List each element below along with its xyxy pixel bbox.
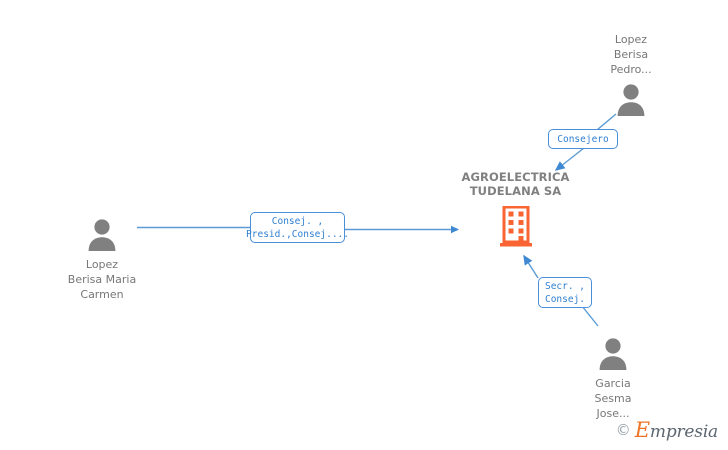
person-node-lopez-berisa-maria-carmen[interactable]: Lopez Berisa Maria Carmen: [42, 218, 162, 302]
copyright-icon: ©: [615, 421, 631, 439]
building-icon: [499, 206, 532, 247]
edge-jose-upper: [523, 254, 539, 279]
edge-pedro-upper: [596, 113, 617, 131]
person-node-lopez-berisa-pedro[interactable]: Lopez Berisa Pedro...: [571, 32, 691, 116]
person-avatar-icon: [88, 219, 116, 251]
watermark-initial: E: [634, 418, 650, 442]
company-node[interactable]: AGROELECTRICA TUDELANA SA: [443, 170, 588, 248]
edge-jose-lower: [581, 305, 599, 327]
watermark-rest: mpresia: [649, 422, 718, 442]
relation-label-pedro[interactable]: Consejero: [548, 129, 618, 149]
company-title: AGROELECTRICA TUDELANA SA: [461, 170, 570, 198]
person-name: Garcia Sesma Jose...: [594, 377, 632, 420]
person-name: Lopez Berisa Pedro...: [610, 33, 652, 76]
empresia-watermark: © Empresia: [616, 418, 718, 442]
edge-pedro-lower: [554, 147, 585, 171]
watermark-text: Empresia: [635, 418, 718, 442]
person-avatar-icon: [599, 338, 627, 370]
person-avatar-icon: [617, 84, 645, 116]
person-name: Lopez Berisa Maria Carmen: [67, 258, 137, 301]
person-node-garcia-sesma-jose[interactable]: Garcia Sesma Jose...: [553, 337, 673, 421]
relation-label-maria-carmen[interactable]: Consej. , Presid.,Consej....: [246, 212, 349, 243]
relation-label-jose[interactable]: Secr. , Consej.: [538, 277, 592, 308]
